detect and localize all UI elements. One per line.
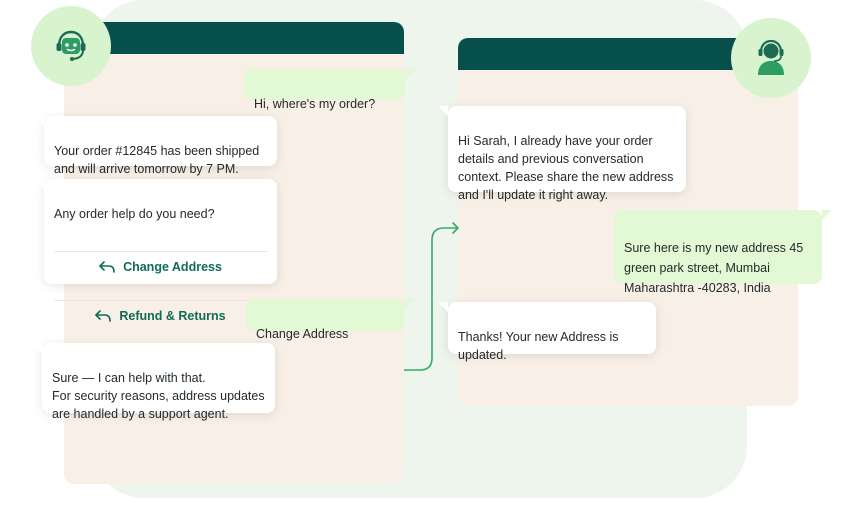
message-text: Sure here is my new address 45 green par… [624,241,804,295]
options-question: Any order help do you need? [54,207,215,221]
bot-message-security: Sure — I can help with that. For securit… [32,343,275,421]
reply-arrow-icon [99,261,115,273]
message-text: Hi, where's my order? [254,97,376,111]
option-label: Refund & Returns [119,309,226,323]
option-refund-returns-button[interactable]: Refund & Returns [54,300,267,331]
bot-chat-header-bar [64,22,404,54]
user-message-new-address: Sure here is my new address 45 green par… [614,210,832,295]
user-message-where-order: Hi, where's my order? [244,69,415,111]
bot-avatar [31,6,111,86]
handoff-connector-arrow [404,222,459,371]
option-label: Change Address [123,260,222,274]
agent-message-hi-sarah: Hi Sarah, I already have your order deta… [438,106,686,202]
message-text: Thanks! Your new Address is updated. [458,330,619,362]
robot-icon [56,30,86,61]
option-change-address-button[interactable]: Change Address [54,251,267,282]
user-message-change-address: Change Address [246,299,414,341]
message-text: Change Address [256,327,349,341]
bot-options-card: Any order help do you need? Change Addre… [34,179,277,323]
message-text: Hi Sarah, I already have your order deta… [458,134,674,202]
message-text: Your order #12845 has been shipped and w… [54,144,260,176]
reply-arrow-icon [95,310,112,322]
bot-message-shipped: Your order #12845 has been shipped and w… [34,116,277,176]
agent-message-updated: Thanks! Your new Address is updated. [438,302,656,362]
message-text: Sure — I can help with that. For securit… [52,371,265,421]
headset-agent-icon [758,39,784,75]
agent-avatar [731,18,811,98]
